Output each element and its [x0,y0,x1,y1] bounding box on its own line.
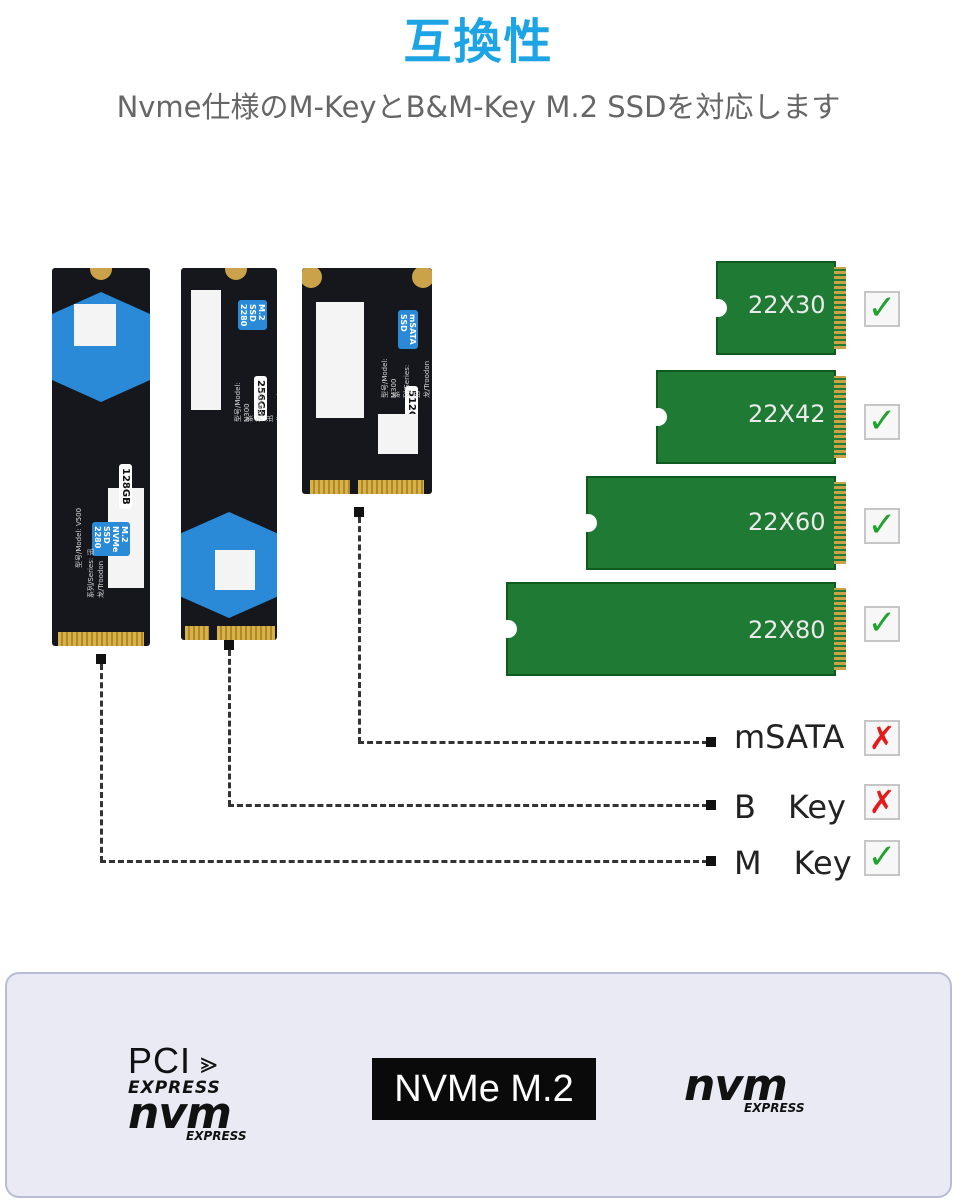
board-22x80: 22X80 [499,582,846,676]
nvm-express-text: EXPRESS [186,1129,247,1143]
nvme-m2-logo: NVMe M.2 [372,1058,596,1120]
ssd-m2-sata-2280: M.2 SSD 2280 256GB 型号/Model: N300 系列/Ser… [181,268,277,640]
nvm-express-logo: nvm EXPRESS [684,1060,805,1115]
key-label-msata: mSATA [734,718,845,756]
cross-icon: ✗ [864,784,900,820]
check-icon: ✓ [864,606,900,642]
ssd2-series: 系列/Series: 迅龙/Troodon [246,385,277,422]
pci-text: PCI [128,1040,192,1081]
check-icon: ✓ [864,404,900,440]
board-22x60: 22X60 [579,476,846,570]
ssd-msata: mSATA SSD 512GB 型号/Model: M300 系列/Series… [302,268,432,494]
size-label-22x42: 22X42 [748,400,826,428]
ssd3-type: mSATA SSD [398,310,418,349]
ssd1-model: 型号/Model: V500 [75,507,83,568]
pci-express-nvm-logo: PCI ⪢ EXPRESS nvm EXPRESS [128,1040,298,1150]
nvm-right-text: nvm [684,1060,788,1111]
page-title: 互換性 [403,14,554,70]
board-22x42: 22X42 [649,370,846,464]
pci-express-text: EXPRESS [128,1078,221,1098]
size-label-22x60: 22X60 [748,508,826,536]
board-22x30: 22X30 [709,261,846,355]
ssd1-capacity: 128GB [119,464,132,509]
check-icon: ✓ [864,291,900,327]
page-subtitle: Nvme仕様のM-KeyとB&M-Key M.2 SSDを対応します [116,90,841,124]
key-label-m-key: M Key [734,844,852,882]
cross-icon: ✗ [864,720,900,756]
key-label-b-key: B Key [734,788,846,826]
nvm-text: nvm [128,1088,232,1139]
check-icon: ✓ [864,840,900,876]
nvm-right-express-text: EXPRESS [744,1101,805,1115]
ssd3-series: 系列/Series: 迅龙/Troodon [393,360,431,398]
size-label-22x80: 22X80 [748,616,826,644]
ssd-m2-nvme-2280: 128GB M.2 NVMe SSD 2280 型号/Model: V500 系… [52,268,150,646]
size-label-22x30: 22X30 [748,291,826,319]
ssd2-type: M.2 SSD 2280 [238,300,267,331]
ssd1-series: 系列/Series: 迅龙/Troodon [87,548,105,598]
check-icon: ✓ [864,508,900,544]
